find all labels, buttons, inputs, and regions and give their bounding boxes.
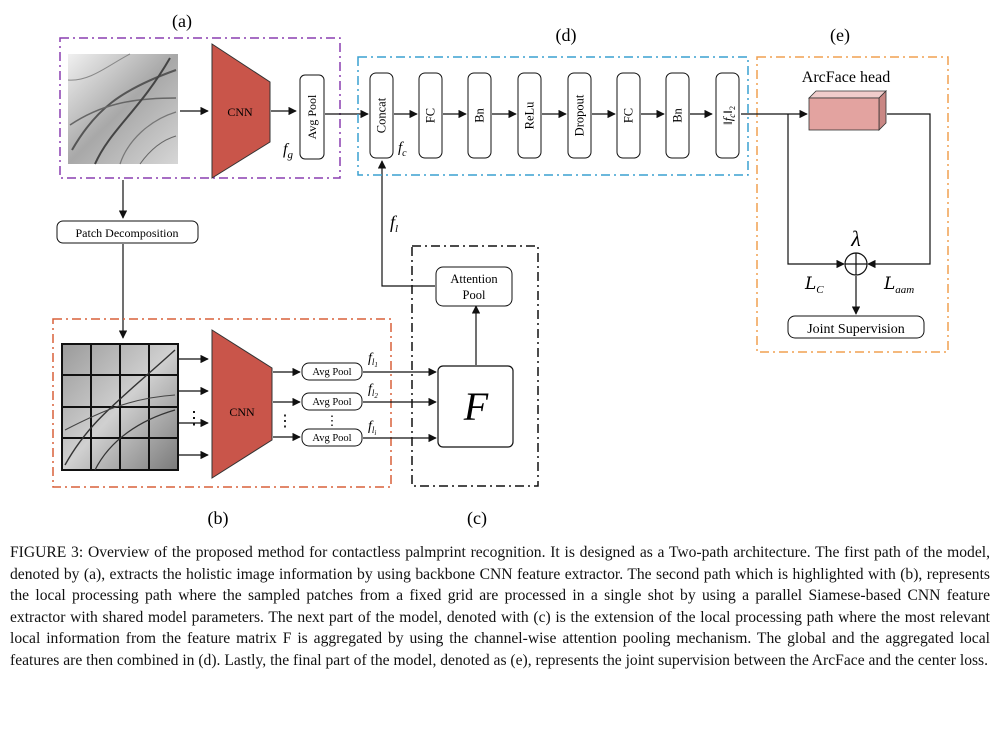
block-label-3: ReLu	[523, 101, 537, 130]
caption-text: Overview of the proposed method for cont…	[10, 544, 990, 669]
panel-d-frame	[357, 56, 749, 176]
block-label-1: FC	[424, 108, 438, 123]
lambda-label: λ	[850, 226, 861, 251]
attention-pool-box	[435, 266, 513, 307]
arcface-head-block	[808, 90, 887, 131]
local-avg-pool-label-1: Avg Pool	[312, 367, 351, 378]
combination-blocks: Concat FC Bn ReLu Dropout FC Bn ‖fc‖2 fc	[369, 72, 740, 159]
arrow-aam-loss	[867, 113, 931, 269]
block-label-0: Concat	[375, 97, 389, 133]
local-feature-label-2: fl2	[368, 382, 378, 400]
global-cnn-block	[211, 43, 271, 179]
architecture-diagram: (a) (d) (e) (b) (c) CNN fg Avg Pool Patc…	[52, 11, 949, 529]
local-cnn-label: CNN	[229, 405, 255, 419]
block-bn-2	[467, 72, 492, 159]
block-l2-norm-label: ‖fc‖2	[720, 106, 737, 125]
global-avg-pool-box	[299, 74, 325, 160]
arrow-attention-to-concat	[377, 160, 435, 287]
patch-decomposition-box	[56, 220, 199, 244]
block-dropout-4	[567, 72, 592, 159]
block-concat-0	[369, 72, 394, 159]
aam-loss-label: Laam	[883, 274, 914, 296]
panel-a-frame	[59, 37, 341, 179]
block-label-2: Bn	[473, 107, 487, 122]
local-avg-pool-box-3	[301, 428, 363, 447]
aggregated-local-feature-label: fl	[390, 212, 398, 235]
panel-label-c: (c)	[467, 508, 487, 529]
feature-matrix-label: F	[463, 384, 489, 429]
panel-label-d: (d)	[556, 25, 577, 46]
block-bn-6	[665, 72, 690, 159]
joint-supervision-box	[787, 315, 925, 339]
block-label-6: Bn	[671, 107, 685, 122]
panel-e-frame	[756, 56, 949, 353]
global-feature-label: fg	[283, 141, 293, 161]
block-fc-1	[418, 72, 443, 159]
local-feature-label-3: fli	[368, 419, 376, 437]
global-avg-pool-label: Avg Pool	[305, 94, 319, 139]
panel-c-frame	[411, 245, 539, 487]
patch-decomposition-label: Patch Decomposition	[76, 226, 179, 240]
attention-pool-label-2: Pool	[463, 288, 486, 302]
panel-b-frame	[52, 318, 392, 488]
panel-label-b: (b)	[208, 508, 229, 529]
local-avg-pool-box-2	[301, 392, 363, 411]
panel-label-a: (a)	[172, 11, 192, 32]
sum-operator	[844, 252, 868, 276]
figure-caption: FIGURE 3: Overview of the proposed metho…	[10, 542, 990, 672]
block-label-4: Dropout	[573, 94, 587, 136]
local-pool-vdots: ⋮	[326, 413, 339, 428]
block-fc-5	[616, 72, 641, 159]
attention-pool-label-1: Attention	[450, 272, 498, 286]
joint-supervision-label: Joint Supervision	[807, 322, 905, 337]
block-l2-norm	[715, 72, 740, 159]
local-avg-pool-label-3: Avg Pool	[312, 433, 351, 444]
local-cnn-block	[211, 329, 273, 479]
block-label-5: FC	[622, 108, 636, 123]
palm-image	[67, 53, 178, 165]
center-loss-label: LC	[804, 274, 824, 296]
local-avg-pool-box-1	[301, 362, 363, 381]
arcface-head-label: ArcFace head	[802, 69, 890, 86]
global-cnn-label: CNN	[227, 105, 253, 119]
local-cnn-vdots: ⋮	[277, 413, 293, 430]
local-avg-pool-label-2: Avg Pool	[312, 397, 351, 408]
caption-label: FIGURE 3:	[10, 544, 84, 561]
grid-vdots: ⋮	[185, 408, 203, 428]
block-relu-3	[517, 72, 542, 159]
patch-grid	[61, 343, 179, 471]
concat-feature-label: fc	[398, 140, 407, 159]
feature-matrix-box	[437, 365, 514, 448]
panel-label-e: (e)	[830, 25, 850, 46]
local-feature-label-1: fl1	[368, 351, 378, 369]
arrow-center-loss	[787, 114, 845, 269]
